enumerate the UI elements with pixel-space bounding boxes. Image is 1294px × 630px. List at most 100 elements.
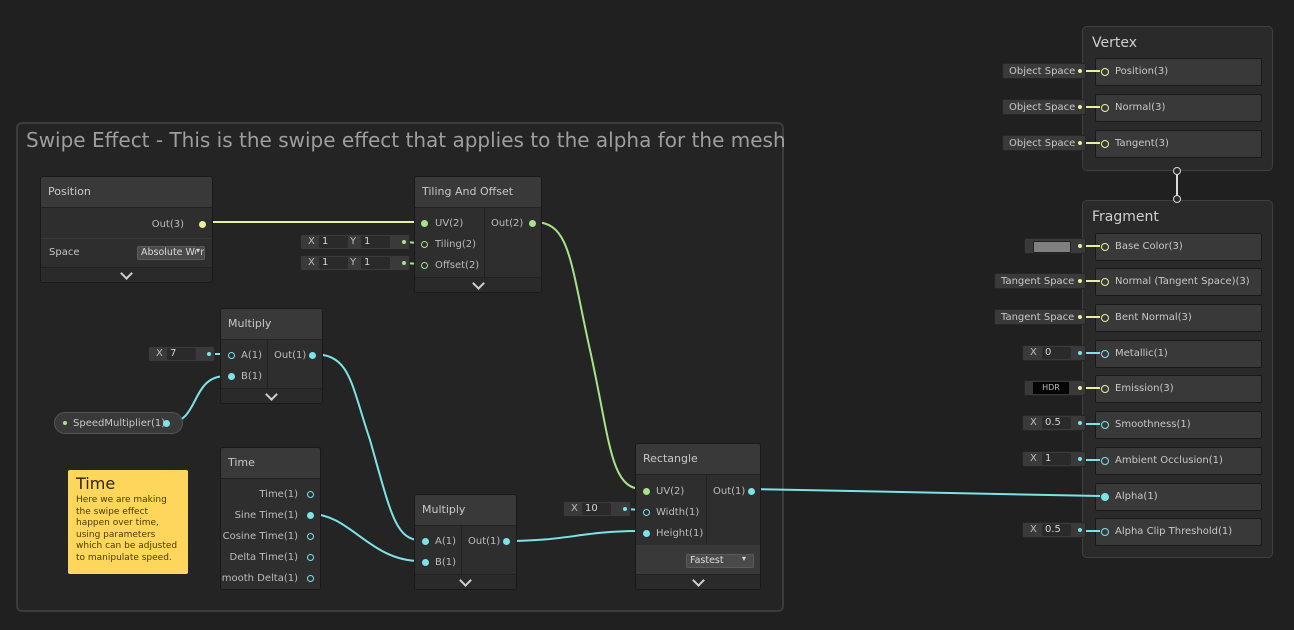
tiling-y-field[interactable]: 1 [361, 236, 390, 248]
node-collapse-button[interactable] [636, 574, 760, 589]
multiply-a-inline-input[interactable]: X 7 [148, 346, 215, 362]
a-value-field[interactable]: 7 [167, 348, 196, 360]
fragment-block-alpha[interactable]: Alpha(1) [1095, 483, 1262, 511]
block-label: Ambient Occlusion(1) [1115, 455, 1223, 466]
tiling-out-port[interactable] [529, 220, 536, 227]
fragment-block-alpha-clip[interactable]: Alpha Clip Threshold(1) [1095, 518, 1262, 546]
tiling-inline-input[interactable]: X 1 Y 1 [300, 234, 410, 250]
fragment-block-normal-ts[interactable]: Normal (Tangent Space)(3) [1095, 268, 1262, 296]
fragment-block-ambient-occlusion[interactable]: Ambient Occlusion(1) [1095, 447, 1262, 475]
multiply-node-1[interactable]: Multiply A(1) B(1) Out(1) [220, 308, 323, 404]
sticky-body[interactable]: Here we are making the swipe effect happ… [76, 495, 178, 563]
node-collapse-button[interactable] [415, 277, 541, 292]
b-in-port[interactable] [228, 373, 235, 380]
time-node[interactable]: Time Time(1) Sine Time(1) Cosine Time(1)… [220, 447, 321, 590]
uv-in-port[interactable] [421, 220, 428, 227]
a-in-port[interactable] [422, 538, 429, 545]
alpha-clip-input[interactable]: X 0.5 [1022, 522, 1086, 538]
fragment-block-smoothness[interactable]: Smoothness(1) [1095, 411, 1262, 439]
vertex-block-tangent[interactable]: Tangent(3) [1095, 130, 1262, 158]
metallic-input[interactable]: X 0 [1022, 345, 1086, 361]
a-in-port[interactable] [228, 352, 235, 359]
flow-port-bottom[interactable] [1173, 195, 1181, 203]
delta-time-out-port[interactable] [307, 554, 314, 561]
mode-dropdown[interactable]: Fastest [686, 554, 754, 568]
rectangle-node[interactable]: Rectangle UV(2) Width(1) Height(1) Out(1… [635, 443, 761, 590]
offset-x-field[interactable]: 1 [319, 257, 348, 269]
cosine-time-out-port[interactable] [307, 533, 314, 540]
fragment-context[interactable]: Fragment Base Color(3) Normal (Tangent S… [1082, 200, 1273, 558]
time-out-port[interactable] [307, 491, 314, 498]
normal-space-input[interactable]: Object Space [1002, 99, 1086, 115]
block-port[interactable] [1101, 493, 1109, 501]
group-title[interactable]: Swipe Effect - This is the swipe effect … [26, 128, 786, 152]
block-port[interactable] [1101, 528, 1109, 536]
offset-inline-input[interactable]: X 1 Y 1 [300, 255, 410, 271]
node-collapse-button[interactable] [41, 267, 212, 282]
position-space-input[interactable]: Object Space [1002, 63, 1086, 79]
metallic-field[interactable]: 0 [1042, 347, 1071, 359]
width-in-port[interactable] [643, 509, 650, 516]
multiply1-out-port[interactable] [309, 352, 316, 359]
fragment-block-bent-normal[interactable]: Bent Normal(3) [1095, 304, 1262, 332]
block-port[interactable] [1101, 243, 1109, 251]
ambient-occlusion-field[interactable]: 1 [1042, 453, 1071, 465]
block-port[interactable] [1101, 68, 1109, 76]
width-inline-input[interactable]: X 10 [563, 501, 631, 517]
tiling-and-offset-node[interactable]: Tiling And Offset UV(2) Tiling(2) Offset… [414, 176, 542, 293]
smoothness-input[interactable]: X 0.5 [1022, 415, 1086, 431]
speed-multiplier-property[interactable]: SpeedMultiplier(1) [54, 412, 183, 434]
tiling-x-field[interactable]: 1 [319, 236, 348, 248]
ambient-occlusion-input[interactable]: X 1 [1022, 451, 1086, 467]
flow-port-top[interactable] [1173, 167, 1181, 175]
block-port[interactable] [1101, 385, 1109, 393]
base-color-input[interactable] [1024, 238, 1086, 254]
block-port[interactable] [1101, 350, 1109, 358]
sticky-title[interactable]: Time [76, 474, 116, 493]
block-port[interactable] [1101, 421, 1109, 429]
port-label: Out(1) [468, 536, 501, 547]
space-label: Space [49, 247, 80, 258]
port-label: Offset(2) [435, 260, 480, 271]
normal-ts-space-input[interactable]: Tangent Space [994, 273, 1086, 289]
bent-normal-space-input[interactable]: Tangent Space [994, 309, 1086, 325]
tangent-space-input[interactable]: Object Space [1002, 135, 1086, 151]
vertex-block-normal[interactable]: Normal(3) [1095, 94, 1262, 122]
smooth-delta-out-port[interactable] [307, 575, 314, 582]
block-port[interactable] [1101, 457, 1109, 465]
sine-time-out-port[interactable] [307, 512, 314, 519]
fragment-block-metallic[interactable]: Metallic(1) [1095, 340, 1262, 368]
fragment-block-emission[interactable]: Emission(3) [1095, 375, 1262, 403]
vertex-context[interactable]: Vertex Position(3) Normal(3) Tangent(3) [1082, 26, 1273, 171]
hdr-color-swatch[interactable]: HDR [1033, 382, 1069, 394]
width-value-field[interactable]: 10 [582, 503, 611, 515]
multiply-node-2[interactable]: Multiply A(1) B(1) Out(1) [414, 494, 517, 590]
uv-in-port[interactable] [643, 488, 650, 495]
multiply2-out-port[interactable] [503, 538, 510, 545]
block-port[interactable] [1101, 278, 1109, 286]
offset-y-field[interactable]: 1 [361, 257, 390, 269]
offset-in-port[interactable] [421, 262, 428, 269]
vertex-block-position[interactable]: Position(3) [1095, 58, 1262, 86]
tiling-in-port[interactable] [421, 241, 428, 248]
rectangle-out-port[interactable] [748, 488, 755, 495]
space-dropdown[interactable]: Absolute World [137, 246, 205, 260]
height-in-port[interactable] [643, 530, 650, 537]
position-out-port[interactable] [199, 221, 206, 228]
connector-dot [1078, 105, 1082, 109]
emission-input[interactable]: HDR [1024, 380, 1086, 396]
speed-out-port[interactable] [163, 420, 170, 427]
smoothness-field[interactable]: 0.5 [1042, 417, 1071, 429]
color-swatch[interactable] [1033, 241, 1071, 253]
block-port[interactable] [1101, 140, 1109, 148]
b-in-port[interactable] [422, 559, 429, 566]
position-node[interactable]: Position Out(3) Space Absolute World ▾ [40, 176, 213, 283]
fragment-block-base-color[interactable]: Base Color(3) [1095, 233, 1262, 261]
node-collapse-button[interactable] [221, 388, 322, 403]
sticky-note[interactable]: Time Here we are making the swipe effect… [68, 470, 188, 574]
node-collapse-button[interactable] [415, 574, 516, 589]
wire-rect-to-alpha[interactable] [749, 488, 1101, 497]
alpha-clip-field[interactable]: 0.5 [1042, 524, 1071, 536]
block-port[interactable] [1101, 314, 1109, 322]
block-port[interactable] [1101, 104, 1109, 112]
